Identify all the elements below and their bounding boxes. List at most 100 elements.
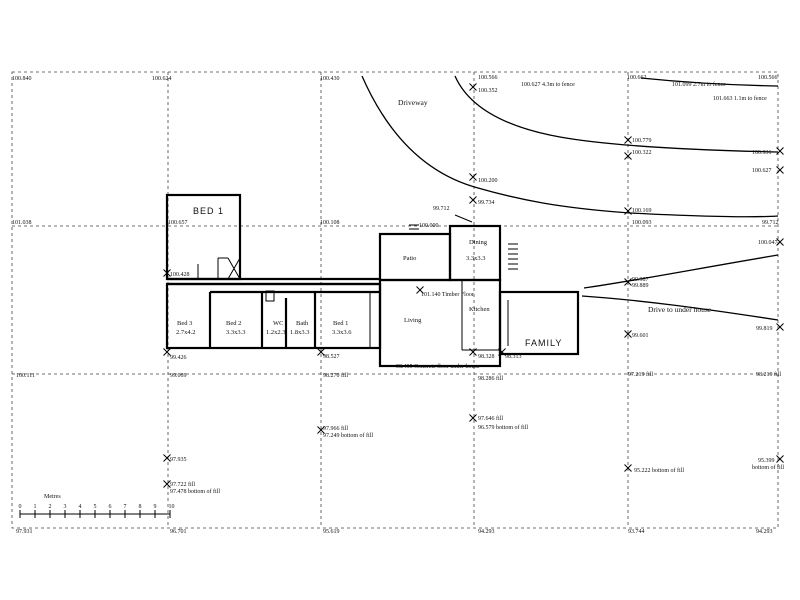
- stairs-icon: [409, 214, 518, 270]
- survey-cross-icon: [416, 286, 424, 294]
- spot-level-label: 98.286 fill: [478, 375, 503, 382]
- scale-tick-label: 5: [94, 504, 97, 510]
- spot-level-label: 100.169: [632, 208, 652, 214]
- survey-cross-icon: [469, 173, 477, 181]
- spot-level-label: 99.819: [756, 326, 773, 332]
- room-label: Bed 2: [226, 320, 241, 327]
- spot-level-label: 99.712: [433, 206, 450, 212]
- spot-level-label: 101.663 1.1m to fence: [713, 95, 767, 102]
- room-label: Bed 3: [177, 320, 192, 327]
- spot-level-label: 98.313: [505, 354, 522, 360]
- spot-level-label: 100.000: [419, 223, 439, 229]
- survey-cross-icon: [163, 348, 171, 356]
- spot-level-label: 101.038: [12, 220, 32, 226]
- spot-level-label: 98.527: [323, 354, 340, 360]
- scale-tick-label: 3: [64, 504, 67, 510]
- survey-cross-icon: [776, 147, 784, 155]
- scale-tick-label: 1: [34, 504, 37, 510]
- room-label: Dining: [469, 239, 488, 246]
- survey-cross-icon: [624, 152, 632, 160]
- scale-tick-label: 6: [109, 504, 112, 510]
- scale-tick-label: 9: [154, 504, 157, 510]
- spot-level-label: 100.566: [758, 75, 778, 81]
- spot-level-label: 99.889: [632, 283, 649, 289]
- survey-point-markers: [163, 83, 784, 488]
- spot-level-label: 95.619: [323, 529, 340, 535]
- contour-lines: [361, 75, 779, 321]
- scale-tick-label: 4: [79, 504, 82, 510]
- room-label: Kitchen: [469, 306, 490, 313]
- spot-level-label: 97.646 fill: [478, 415, 503, 422]
- survey-cross-icon: [624, 464, 632, 472]
- room-label: WC: [273, 320, 283, 327]
- spot-level-label: 99.734: [478, 200, 495, 206]
- survey-cross-icon: [317, 348, 325, 356]
- house-walls: [165, 193, 580, 368]
- spot-level-label: 97.935: [170, 457, 187, 463]
- survey-cross-icon: [624, 278, 632, 286]
- survey-cross-icon: [498, 348, 506, 356]
- room-label: 1.8x3.3: [290, 329, 310, 336]
- spot-level-label: 100.657: [168, 220, 188, 226]
- spot-level-label: 97.478 bottom of fill: [170, 488, 220, 495]
- spot-level-label: 95.222 bottom of fill: [634, 467, 684, 474]
- spot-level-label: 98.328: [478, 354, 495, 360]
- survey-cross-icon: [469, 348, 477, 356]
- room-label: Drive to under house: [648, 305, 712, 314]
- survey-cross-icon: [163, 480, 171, 488]
- room-label: 3.3x3.6: [332, 329, 352, 336]
- room-label: Bed 1: [333, 320, 348, 327]
- spot-level-label: 100.200: [478, 178, 498, 184]
- spot-level-label: 100.840: [12, 76, 32, 82]
- spot-level-label: bottom of fill: [752, 464, 784, 471]
- spot-level-label: 100.108: [320, 220, 340, 226]
- survey-cross-icon: [163, 269, 171, 277]
- spot-level-label: 97.722 fill: [170, 481, 195, 488]
- spot-level-label: 100.047: [758, 240, 778, 246]
- spot-level-label: 95.399: [758, 458, 775, 464]
- survey-cross-icon: [469, 414, 477, 422]
- spot-level-label: 100.662: [627, 75, 647, 81]
- scale-tick-label: 0: [19, 504, 22, 510]
- room-label: 2.7x4.2: [176, 329, 196, 336]
- spot-level-label: 100.931: [752, 150, 772, 156]
- survey-cross-icon: [163, 454, 171, 462]
- room-label: Living: [404, 317, 422, 324]
- spot-level-label: 100.428: [170, 272, 190, 278]
- spot-level-label: 94.293: [756, 529, 773, 535]
- survey-cross-icon: [624, 330, 632, 338]
- spot-level-label: 98.219 fill: [756, 371, 781, 378]
- spot-level-label: 94.293: [478, 529, 495, 535]
- spot-level-label: 99.601: [632, 333, 649, 339]
- spot-level-label: 93.744: [628, 529, 645, 535]
- spot-level-label: 100.566: [478, 75, 498, 81]
- scale-tick-label: 8: [139, 504, 142, 510]
- survey-cross-icon: [776, 455, 784, 463]
- room-label: Bath: [296, 320, 309, 327]
- scale-tick-label: 7: [124, 504, 127, 510]
- spot-level-label: 100.093: [632, 220, 652, 226]
- spot-level-label: 99.987: [632, 277, 649, 283]
- survey-cross-icon: [776, 323, 784, 331]
- room-label: FAMILY: [525, 338, 562, 348]
- spot-level-label: 100.111: [16, 373, 35, 379]
- survey-cross-icon: [624, 207, 632, 215]
- spot-level-label: 101.099 2.7m to fence: [672, 81, 726, 88]
- spot-level-label: 97.931: [16, 529, 33, 535]
- room-label: Driveway: [398, 98, 428, 107]
- survey-grid: [11, 71, 779, 529]
- spot-level-label: 99.069: [170, 373, 187, 379]
- spot-level-label: 97.249 bottom of fill: [323, 432, 373, 439]
- room-label: BED 1: [193, 206, 224, 216]
- spot-level-label: 100.627 4.3m to fence: [521, 81, 575, 88]
- spot-level-label: 96.701: [170, 529, 187, 535]
- room-label: 1.2x2.3: [266, 329, 286, 336]
- room-label: Patio: [403, 255, 416, 262]
- survey-cross-icon: [776, 238, 784, 246]
- spot-level-label: 97.966 fill: [323, 425, 348, 432]
